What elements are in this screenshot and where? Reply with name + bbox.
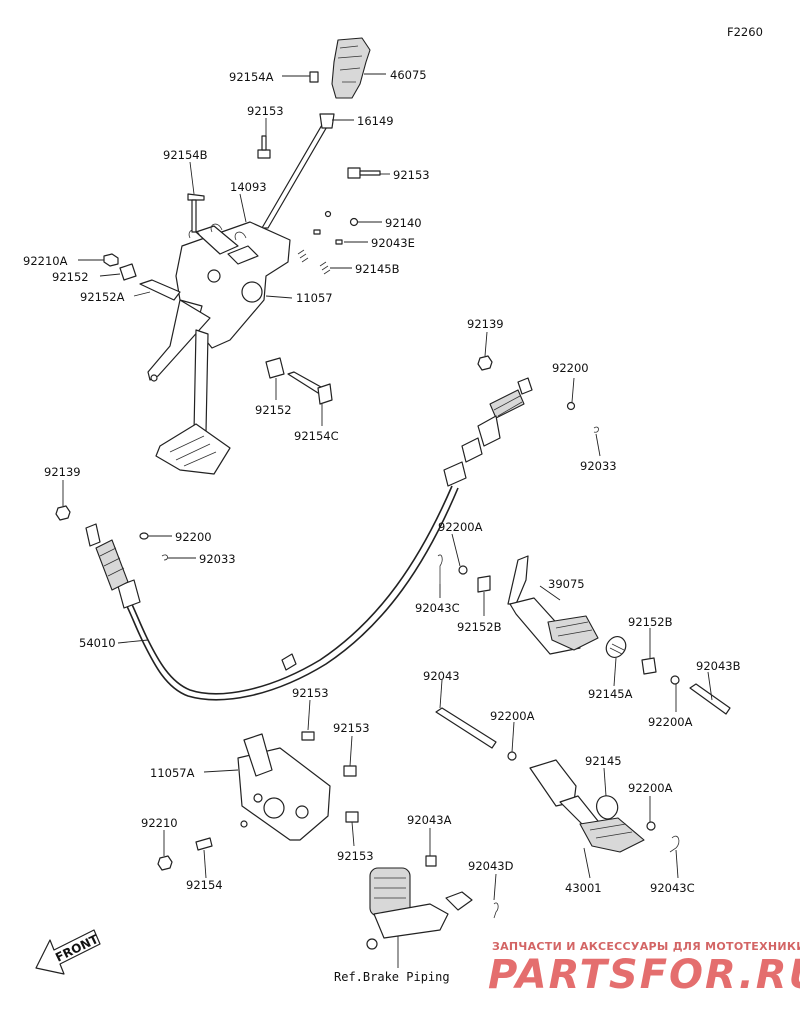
label-washer-a3: 92200A (490, 709, 535, 723)
label-bolt-c: 92154C (294, 429, 339, 443)
label-bracket-a: 11057A (150, 766, 195, 780)
cable-line (127, 485, 453, 695)
label-brake-pedal: 43001 (565, 881, 602, 895)
label-clip-a: 92043A (407, 813, 452, 827)
lever-rod (261, 117, 333, 229)
label-lever: 16149 (357, 114, 394, 128)
label-knob: 46075 (390, 68, 427, 82)
front-indicator: FRONT (35, 929, 101, 975)
part-labels: 92154A 46075 92153 16149 92154B 92153 14… (23, 68, 741, 895)
label-spring-b: 92145B (355, 262, 400, 276)
front-arrow-icon (35, 929, 101, 975)
label-spring-a: 92145A (588, 687, 633, 701)
foot-pad (155, 423, 231, 475)
label-bolt-low2: 92153 (333, 721, 370, 735)
label-washer-a4: 92200A (628, 781, 673, 795)
label-washer-left: 92200 (175, 530, 212, 544)
label-bolt-low: 92154 (186, 878, 223, 892)
label-pin-upper: 92033 (580, 459, 617, 473)
label-bolt-low1: 92153 (292, 686, 329, 700)
lever-39075-group (437, 554, 731, 715)
label-collar-mid: 92152 (255, 403, 292, 417)
label-clip-c2: 92043C (650, 881, 695, 895)
label-spring: 92145 (585, 754, 622, 768)
label-nut-left: 92139 (44, 465, 81, 479)
label-ball: 92140 (385, 216, 422, 230)
label-pin-long: 92043 (423, 669, 460, 683)
label-washer-upper: 92200 (552, 361, 589, 375)
label-bracket: 14093 (230, 180, 267, 194)
label-pin-left: 92033 (199, 552, 236, 566)
leader-lines (62, 73, 713, 968)
knob-drawing (331, 37, 371, 99)
label-knob-screw: 92154A (229, 70, 274, 84)
figure-code: F2260 (727, 25, 763, 39)
label-pedal-assy: 11057 (296, 291, 333, 305)
label-nut-low: 92210 (141, 816, 178, 830)
brake-pedal-group (435, 707, 680, 853)
lower-bracket-group (157, 731, 359, 871)
label-washer-a1: 92200A (438, 520, 483, 534)
label-nut-upper: 92139 (467, 317, 504, 331)
master-cylinder-group (366, 855, 499, 950)
watermark: ЗАПЧАСТИ И АКСЕССУАРЫ ДЛЯ МОТОТЕХНИКИ PA… (488, 940, 800, 998)
label-bolt-right: 92153 (393, 168, 430, 182)
label-clip-e: 92043E (371, 236, 415, 250)
upper-lever-assembly (103, 37, 381, 475)
label-pin-b: 92043B (696, 659, 741, 673)
middle-loose-parts (265, 355, 599, 433)
label-bolt-low3: 92153 (337, 849, 374, 863)
label-bolt-left: 92154B (163, 148, 208, 162)
label-clip-d: 92043D (468, 859, 514, 873)
label-cable: 54010 (79, 636, 116, 650)
watermark-brand: PARTSFOR.RU (488, 952, 800, 998)
label-washer-a2: 92200A (648, 715, 693, 729)
cable-assembly (55, 377, 533, 701)
label-collar-a: 92152A (80, 290, 125, 304)
label-pedal-lever: 39075 (548, 577, 585, 591)
label-clip-c1: 92043C (415, 601, 460, 615)
label-bolt-upper: 92153 (247, 104, 284, 118)
front-label: FRONT (53, 932, 101, 965)
label-nut-a: 92210A (23, 254, 68, 268)
label-collar-b2: 92152B (628, 615, 673, 629)
ref-note: Ref.Brake Piping (334, 970, 450, 984)
label-collar: 92152 (52, 270, 89, 284)
label-collar-b1: 92152B (457, 620, 502, 634)
watermark-top: ЗАПЧАСТИ И АКСЕССУАРЫ ДЛЯ МОТОТЕХНИКИ (492, 940, 800, 953)
